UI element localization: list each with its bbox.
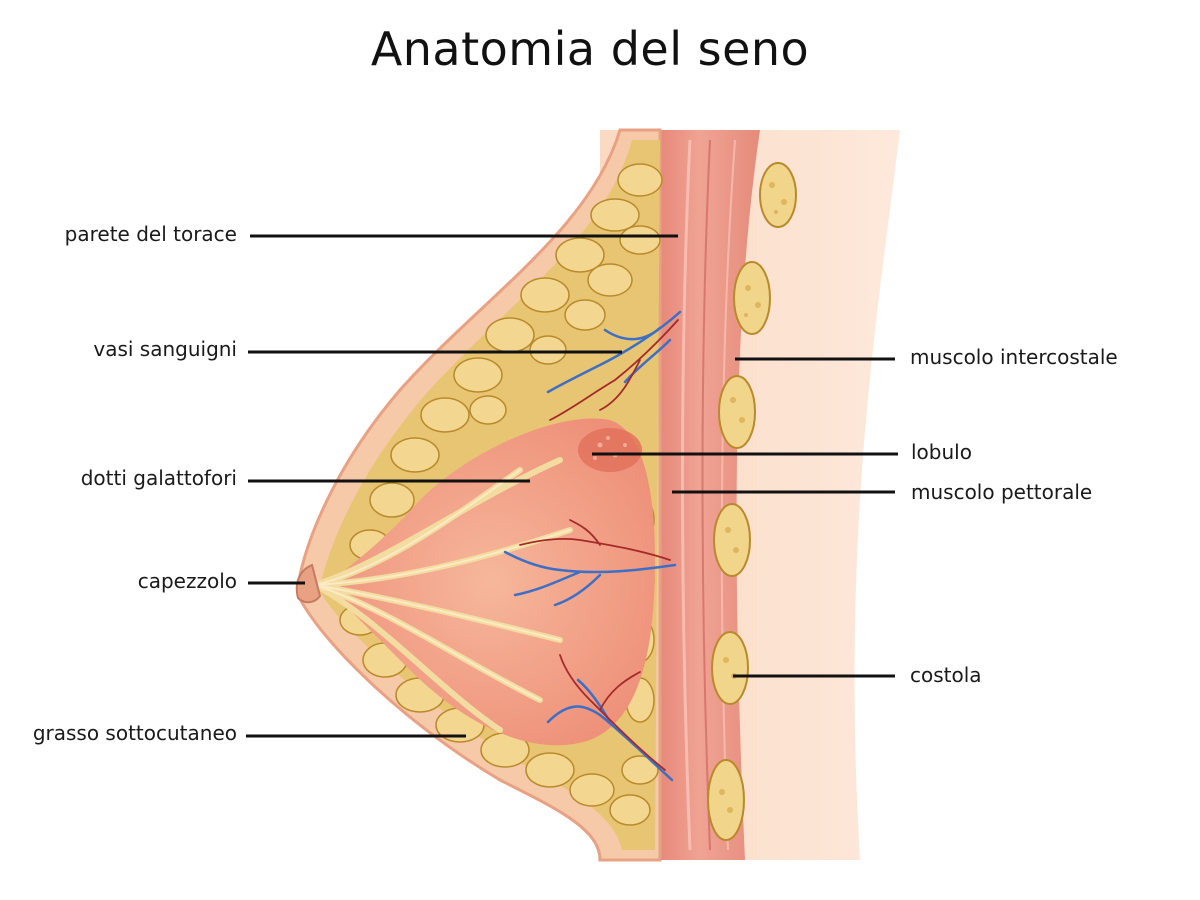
label-pectoral-muscle: muscolo pettorale (911, 480, 1093, 504)
leader-lines (246, 234, 898, 738)
diagram-title: Anatomia del seno (370, 22, 810, 76)
rib-6 (707, 759, 745, 841)
nipple (295, 563, 322, 604)
rib-2 (733, 261, 771, 335)
label-lobule: lobulo (911, 440, 972, 464)
blood-vessels-arteries (519, 319, 679, 771)
label-rib: costola (910, 663, 982, 687)
label-subcutaneous-fat: grasso sottocutaneo (32, 721, 237, 745)
glandular-tissue (325, 418, 655, 746)
rib-1 (759, 162, 797, 228)
rib-3 (718, 375, 756, 449)
ribs (707, 162, 797, 841)
label-blood-vessels: vasi sanguigni (93, 337, 237, 361)
label-chest-wall: parete del torace (64, 222, 237, 246)
label-intercostal-muscle: muscolo intercostale (910, 345, 1118, 369)
rib-5 (711, 631, 749, 705)
rib-4 (713, 503, 751, 577)
label-milk-ducts: dotti galattofori (80, 466, 237, 490)
lobule (578, 428, 642, 472)
label-nipple: capezzolo (137, 569, 237, 593)
